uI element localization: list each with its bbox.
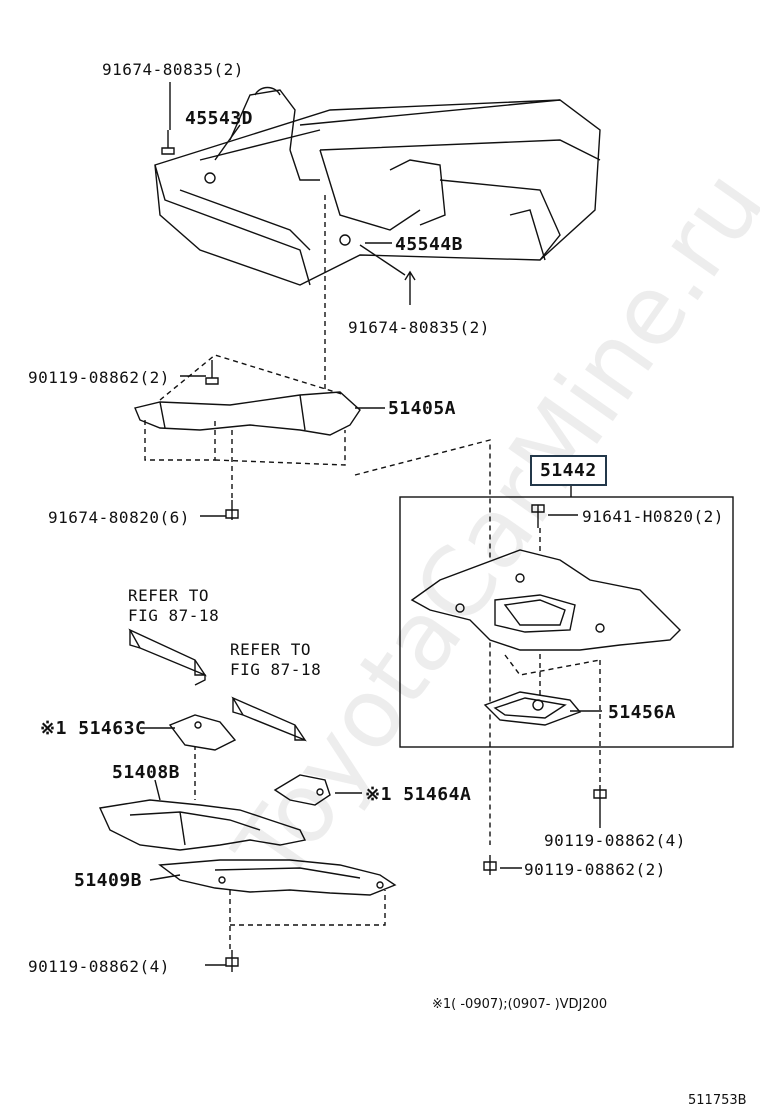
label-bolt-91674-80820: 91674-80820(6)	[48, 508, 190, 527]
guard-51409b-drawing	[158, 859, 397, 896]
label-part-45543d: 45543D	[185, 108, 254, 129]
label-part-51463c: ※1 51463C	[40, 718, 147, 739]
diagram-code: 511753B	[688, 1093, 747, 1108]
label-part-45544b: 45544B	[395, 234, 464, 255]
label-part-51409b: 51409B	[74, 870, 143, 891]
label-bolt-91641-h0820: 91641-H0820(2)	[582, 507, 724, 526]
label-refer-1-line2: FIG 87-18	[128, 606, 220, 625]
label-refer-2-line2: FIG 87-18	[230, 660, 322, 679]
label-bolt-91674-80835-top: 91674-80835(2)	[102, 60, 244, 79]
bolt-drawings	[161, 130, 607, 972]
label-bolt-91674-80835-mid: 91674-80835(2)	[348, 318, 490, 337]
label-part-51464a: ※1 51464A	[365, 784, 472, 805]
label-part-51456a: 51456A	[608, 702, 677, 723]
label-bolt-90119-08862-c: 90119-08862(2)	[524, 860, 666, 879]
label-bolt-90119-08862-d: 90119-08862(4)	[28, 957, 170, 976]
label-refer-1-line1: REFER TO	[128, 586, 210, 605]
label-part-51442: 51442	[530, 455, 607, 486]
label-part-51405a: 51405A	[388, 398, 457, 419]
leader-lines	[140, 82, 602, 966]
skid-plate-51442-drawing	[410, 549, 681, 651]
label-bolt-90119-08862-b: 90119-08862(4)	[544, 831, 686, 850]
label-part-51408b: 51408B	[112, 762, 181, 783]
assembly-51442-box	[399, 496, 734, 748]
cover-51456a-drawing	[483, 691, 582, 726]
bracket-51464a-drawing	[273, 774, 331, 806]
label-bolt-90119-08862-a: 90119-08862(2)	[28, 368, 170, 387]
bracket-51463c-drawing	[168, 714, 237, 751]
label-refer-2-line1: REFER TO	[230, 640, 312, 659]
refer-bars	[128, 628, 307, 742]
footnote: ※1( -0907);(0907- )VDJ200	[432, 997, 608, 1012]
chassis-frame-drawing	[154, 86, 601, 286]
crossmember-51405a-drawing	[134, 391, 361, 436]
guard-51408b-drawing	[98, 799, 307, 851]
